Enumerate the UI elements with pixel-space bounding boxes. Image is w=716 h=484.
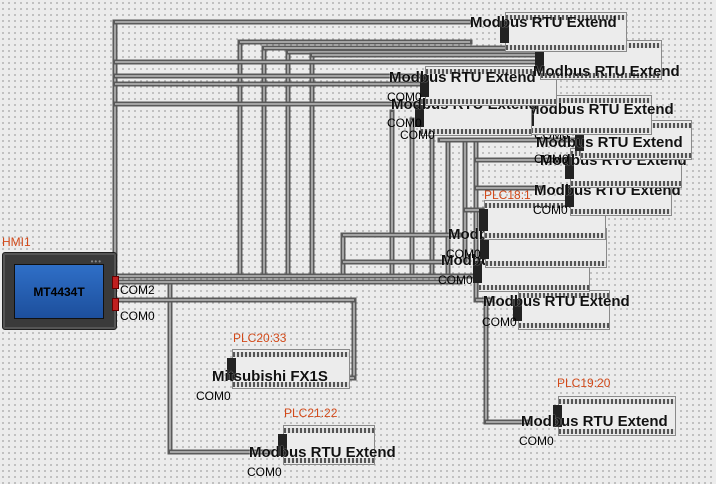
plc-type-label: Modbus RTU Extend [536, 134, 683, 151]
hmi-port-com2-marker[interactable] [112, 276, 119, 289]
hmi-port-com0-label: COM0 [120, 309, 155, 323]
plc-type-label: Modbus RTU Extend [533, 63, 680, 80]
plc-connector [473, 261, 482, 283]
plc-connector [513, 299, 522, 321]
plc-block [500, 12, 627, 52]
hmi-port-com0-marker[interactable] [112, 298, 119, 311]
plc-connector [575, 129, 584, 151]
hmi-device[interactable]: ••• MT4434T [2, 252, 117, 330]
plc-port-label: COM0 [519, 434, 554, 448]
plc-port-label: COM0 [534, 152, 569, 166]
plc-station-label: PLC21:22 [284, 406, 338, 420]
plc-connector [565, 185, 574, 207]
plc-type-label: Modbus RTU Extend [470, 14, 617, 31]
plc-port-label: COM0 [400, 128, 435, 142]
plc-connector [480, 237, 489, 259]
plc-block [479, 200, 606, 240]
plc-port-label: COM0 [387, 90, 422, 104]
plc-connector [227, 358, 236, 380]
hmi-screen: MT4434T [14, 264, 104, 319]
plc-block [420, 66, 557, 106]
plc-port-label: COM0 [482, 315, 517, 329]
plc-connector [278, 434, 287, 456]
plc-block [553, 396, 676, 436]
plc-connector [500, 21, 509, 43]
plc-type-label: Mitsubishi FX1S [212, 368, 328, 385]
plc-block [513, 290, 610, 330]
plc-type-label: Modbus RTU Extend [521, 413, 668, 430]
plc-port-label: COM0 [247, 465, 282, 479]
plc-type-label: Modbus RTU Extend [389, 69, 536, 86]
hmi-model-label: MT4434T [33, 284, 85, 299]
plc-block [278, 425, 375, 465]
plc-connector [535, 49, 544, 71]
hmi-name-label: HMI1 [2, 235, 31, 249]
plc-station-label: PLC18:1 [484, 188, 531, 202]
plc-type-label: Modbus RTU Extend [249, 444, 396, 461]
plc-port-label: COM0 [387, 116, 422, 130]
plc-type-label: Modbus RTU Extend [483, 293, 630, 310]
plc-port-label: COM0 [196, 389, 231, 403]
plc-port-label: COM0 [438, 273, 473, 287]
plc-connector [553, 405, 562, 427]
plc-connector [420, 75, 429, 97]
plc-type-label: Modbus RTU Extend [527, 101, 674, 118]
plc-station-label: PLC20:33 [233, 331, 287, 345]
plc-connector [415, 105, 424, 127]
plc-connector [479, 209, 488, 231]
hmi-indicator-dots: ••• [90, 257, 102, 266]
plc-station-label: PLC19:20 [557, 376, 611, 390]
plc-port-label: COM0 [533, 203, 568, 217]
plc-connector [565, 157, 574, 179]
plc-port-label: COM0 [446, 247, 481, 261]
hmi-port-com2-label: COM2 [120, 283, 155, 297]
plc-block [227, 349, 350, 389]
